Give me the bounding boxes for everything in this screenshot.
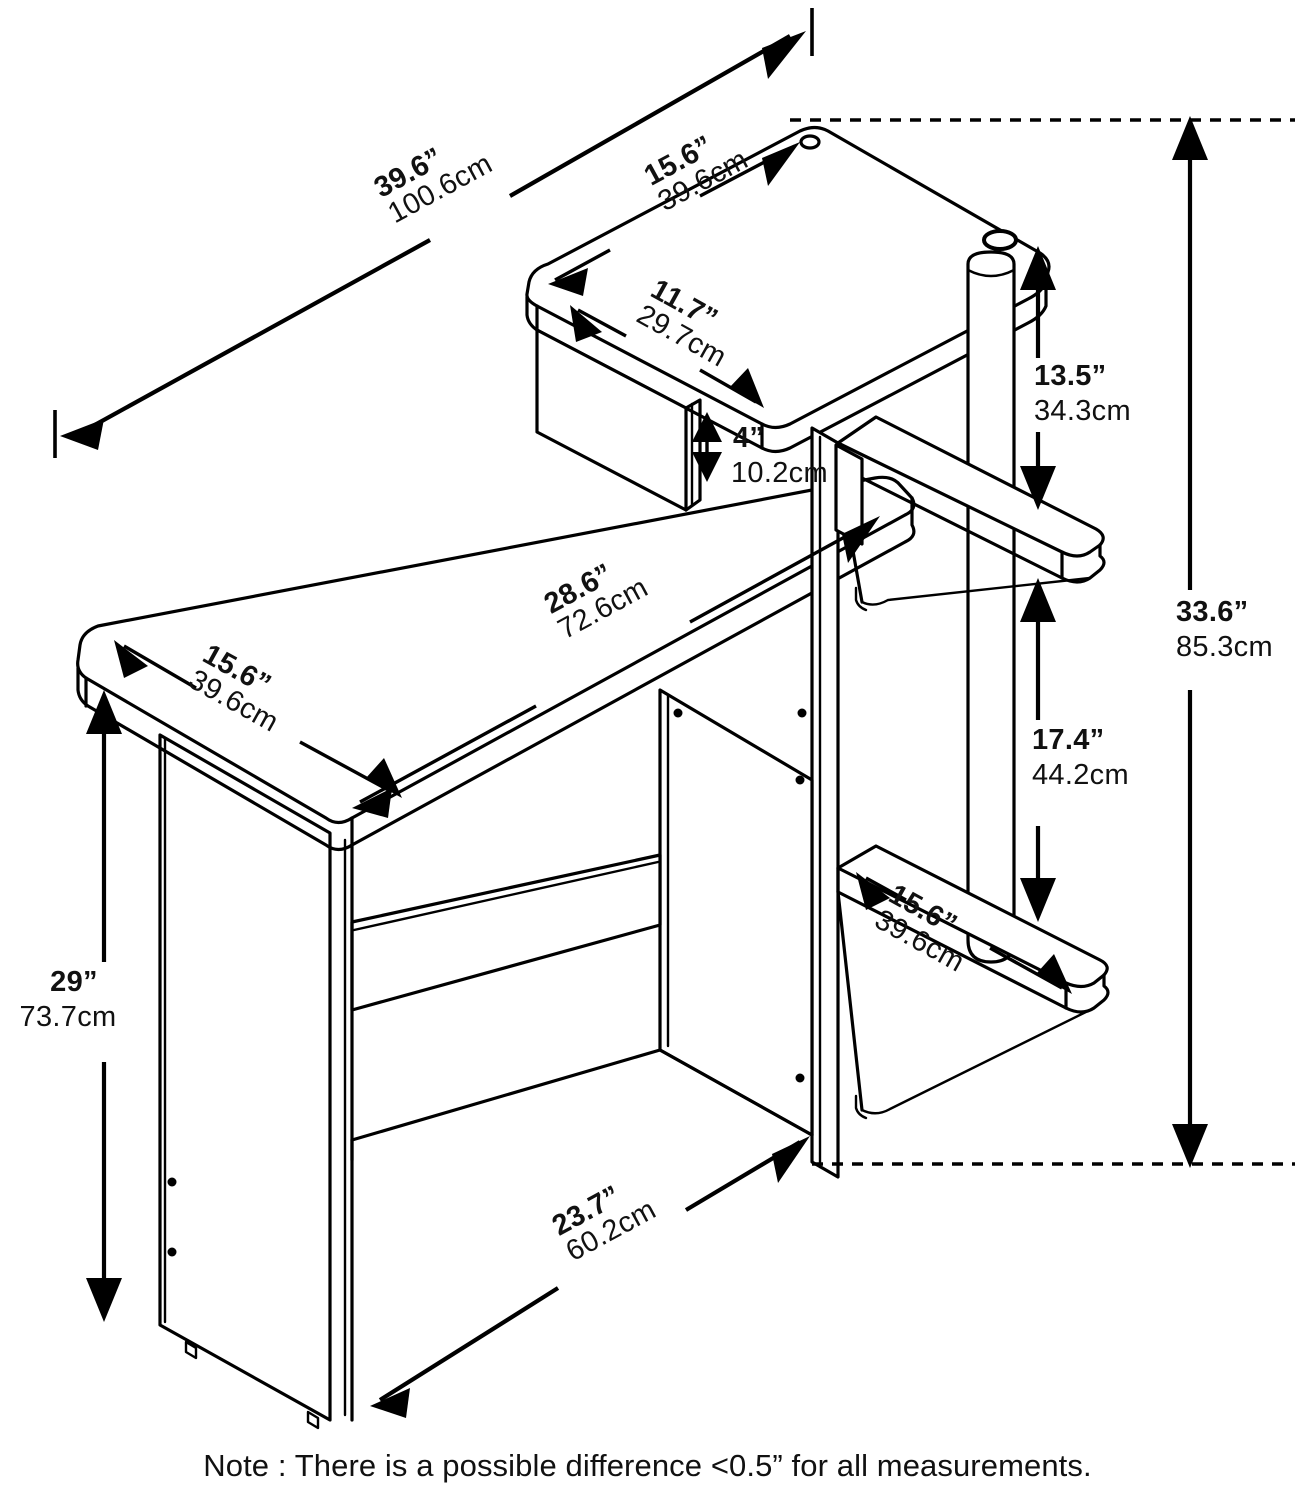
dim-label-overall-height: 33.6” 85.3cm	[1176, 596, 1273, 663]
dimline-side-shelf-depth	[856, 872, 1072, 994]
monitor-shelf-leg	[535, 328, 702, 512]
dimline-lower-shelf-height	[1020, 578, 1056, 922]
dimline-monitor-shelf-depth	[570, 305, 764, 408]
dim-label-shelf-clearance: 4” 10.2cm	[731, 422, 828, 489]
dimline-overall-height	[1172, 116, 1208, 1168]
grommet-notch	[799, 134, 821, 150]
monitor-shelf	[525, 125, 1051, 454]
dimline-desk-height	[86, 690, 122, 1322]
lower-right-shelf	[836, 844, 1110, 1120]
dim-label-desk-height: 29” 73.7cm	[19, 966, 117, 1033]
center-divider-panel	[658, 688, 814, 1137]
dim-label-upper-shelf-height: 13.5” 34.3cm	[1034, 360, 1131, 427]
dimline-monitor-shelf-width	[548, 142, 800, 296]
cable-grommet-hole	[982, 229, 1018, 251]
desk-geometry	[76, 125, 1110, 1430]
dimension-lines	[53, 8, 1295, 1418]
measurement-note: Note : There is a possible difference <0…	[203, 1448, 1092, 1483]
upper-right-shelf	[836, 415, 1106, 612]
dimline-upper-shelf-height	[1020, 246, 1056, 510]
support-post	[966, 250, 1016, 964]
left-side-panel	[158, 733, 332, 1430]
main-desktop	[76, 475, 916, 852]
upper-shelf-back-rail	[834, 443, 864, 546]
dimline-base-depth	[370, 1136, 810, 1418]
dimline-shelf-clearance	[692, 412, 722, 482]
dimline-overall-width	[53, 8, 814, 458]
dimline-desktop-depth	[114, 640, 402, 798]
dim-label-lower-shelf-height: 17.4” 44.2cm	[1032, 724, 1129, 791]
back-rail-panel	[350, 853, 662, 1012]
